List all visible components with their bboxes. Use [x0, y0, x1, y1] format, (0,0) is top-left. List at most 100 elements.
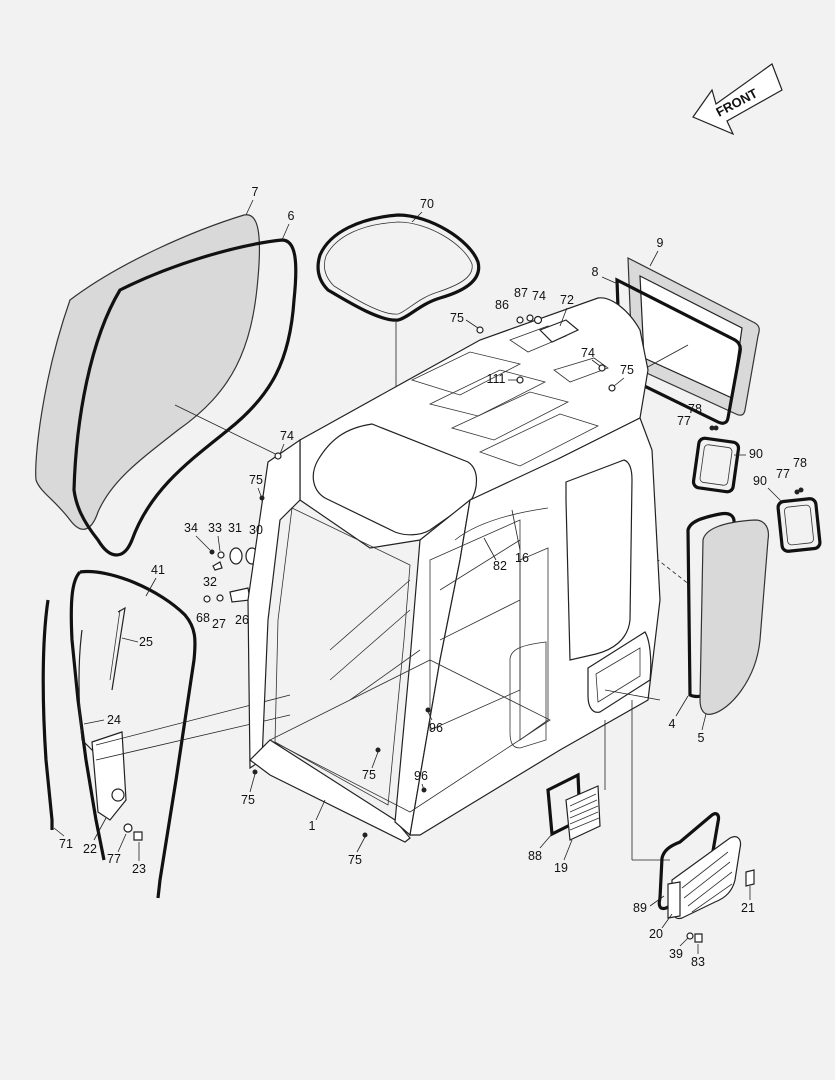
- part-label-83: 83: [691, 955, 705, 969]
- wiper-motor: [91, 731, 127, 821]
- part-label-77-lower: 77: [776, 467, 790, 481]
- leader-line: [604, 689, 661, 701]
- part-label-39: 39: [669, 947, 683, 961]
- part-label-1: 1: [309, 819, 316, 833]
- mount: [229, 547, 243, 565]
- part-label-96-lower: 96: [414, 769, 428, 783]
- wiper-arm: [78, 629, 95, 753]
- part-label-77-upper: 77: [677, 414, 691, 428]
- part-label-9: 9: [657, 236, 664, 250]
- seal-part-70: [316, 213, 481, 322]
- glass-part-5: [699, 519, 770, 715]
- part-label-8: 8: [592, 265, 599, 279]
- part-label-111: 111: [486, 372, 505, 386]
- bolt: [598, 364, 606, 372]
- part-label-5: 5: [698, 731, 705, 745]
- part-label-75-bottom: 75: [348, 853, 362, 867]
- part-label-25: 25: [139, 635, 153, 649]
- bolt: [203, 595, 211, 603]
- part-label-75-mid: 75: [362, 768, 376, 782]
- motor-cap: [111, 788, 125, 802]
- bolt: [252, 769, 258, 775]
- part-label-20: 20: [649, 927, 663, 941]
- part-labels: 7 6 70 9 8 86 87 74 72 75 111 74 75 78 7…: [53, 185, 807, 969]
- part-label-68: 68: [196, 611, 210, 625]
- part-label-75-left: 75: [249, 473, 263, 487]
- part-label-7: 7: [252, 185, 259, 199]
- washer: [686, 932, 694, 940]
- part-label-41: 41: [151, 563, 165, 577]
- seal-inner-line: [324, 221, 473, 315]
- part-label-87: 87: [514, 286, 528, 300]
- part-label-90-upper: 90: [749, 447, 763, 461]
- part-label-75-right: 75: [620, 363, 634, 377]
- bolt: [694, 933, 703, 943]
- bolt: [798, 487, 804, 493]
- front-arrow: FRONT: [692, 63, 783, 136]
- part-label-96-upper: 96: [429, 721, 443, 735]
- bolt: [274, 452, 282, 460]
- part-label-31: 31: [228, 521, 242, 535]
- seal-part-90-lower: [776, 497, 822, 553]
- part-label-26: 26: [235, 613, 249, 627]
- part-label-74-right: 74: [581, 346, 595, 360]
- part-label-88: 88: [528, 849, 542, 863]
- part-label-19: 19: [554, 861, 568, 875]
- part-label-75-lower-left: 75: [241, 793, 255, 807]
- grille-lines: [681, 851, 733, 913]
- wiper-blade-body: [111, 606, 126, 691]
- bolt: [259, 495, 265, 501]
- cab-frame-part-1: [247, 297, 661, 843]
- part-label-75-roof: 75: [450, 311, 464, 325]
- bolt: [476, 326, 484, 334]
- part-label-23: 23: [132, 862, 146, 876]
- seal-inner: [784, 504, 814, 546]
- part-label-78-lower: 78: [793, 456, 807, 470]
- part-label-27: 27: [212, 617, 226, 631]
- part-label-71: 71: [59, 837, 73, 851]
- part-label-74-roof: 74: [532, 289, 546, 303]
- filter-part-19: [565, 785, 601, 841]
- part-label-89: 89: [633, 901, 647, 915]
- bolt: [608, 384, 616, 392]
- part-label-4: 4: [669, 717, 676, 731]
- bolt: [209, 549, 215, 555]
- part-label-24: 24: [107, 713, 121, 727]
- glass-part-7: [35, 214, 261, 530]
- seal-part-41: [69, 569, 197, 899]
- part-label-22: 22: [83, 842, 97, 856]
- seal-inner: [699, 444, 733, 486]
- part-label-30: 30: [249, 523, 263, 537]
- bolt: [526, 314, 534, 322]
- seal-part-90-upper: [691, 436, 741, 494]
- bolt: [375, 747, 381, 753]
- part-label-72: 72: [560, 293, 574, 307]
- part-label-34: 34: [184, 521, 198, 535]
- part-label-21: 21: [741, 901, 755, 915]
- bolt: [425, 707, 431, 713]
- bolt: [794, 489, 800, 495]
- washer: [216, 594, 224, 602]
- part-label-16: 16: [515, 551, 529, 565]
- knob-part-21: [745, 869, 755, 887]
- filter-lines: [569, 793, 600, 831]
- pin: [212, 561, 223, 571]
- part-label-86: 86: [495, 298, 509, 312]
- part-label-33: 33: [208, 521, 222, 535]
- wiper-blade: [109, 609, 121, 681]
- bolt: [713, 425, 719, 431]
- part-label-70: 70: [420, 197, 434, 211]
- bolt: [709, 425, 715, 431]
- plate-part-72: [538, 319, 580, 343]
- bracket: [229, 587, 251, 603]
- part-label-78-upper: 78: [688, 402, 702, 416]
- washer: [123, 823, 133, 833]
- cover-part-20: [671, 836, 742, 920]
- bolt: [516, 316, 524, 324]
- part-label-32: 32: [203, 575, 217, 589]
- seal-part-6: [72, 238, 298, 557]
- bolt: [133, 831, 143, 841]
- part-label-6: 6: [288, 209, 295, 223]
- part-label-74-left: 74: [280, 429, 294, 443]
